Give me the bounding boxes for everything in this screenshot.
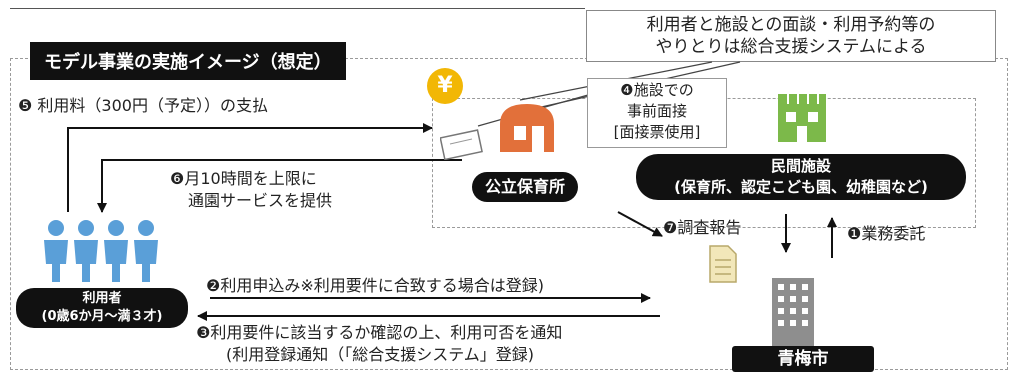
step3-line2: (利用登録通知（「総合支援システム」登録) (226, 345, 535, 364)
step3-line1: ❸利用要件に該当するか確認の上、利用可否を通知 (196, 323, 563, 342)
step4-line1: ❹施設での (620, 81, 694, 99)
payment-arrow (67, 123, 433, 212)
user-label: 利用者 (0歳6か月～満３才) (16, 288, 188, 328)
private-facility-label: 民間施設 (保育所、認定こども園、幼稚園など) (636, 154, 966, 200)
step2-label: ❷利用申込み※利用要件に合致する場合は登録) (206, 276, 544, 295)
private-facility-line2: (保育所、認定こども園、幼稚園など) (674, 178, 928, 196)
city-hall-icon (772, 278, 814, 346)
top-rule (10, 8, 585, 9)
building-icon (778, 94, 826, 142)
callout-note: 利用者と施設との面談・利用予約等の やりとりは総合支援システムによる (586, 10, 996, 62)
outer-frame (10, 58, 1008, 370)
callout-line2: やりとりは総合支援システムによる (655, 37, 927, 57)
step6-line2: 通園サービスを提供 (188, 191, 333, 210)
step7-label: ❼調査報告 (663, 218, 742, 237)
ticket-icon (440, 129, 483, 160)
step4-box: ❹施設での 事前面接 [面接票使用] (587, 78, 727, 148)
step1-label: ❶業務委託 (847, 224, 926, 243)
city-label: 青梅市 (732, 346, 874, 372)
step4-line3: [面接票使用] (613, 123, 701, 141)
step3-label: ❸利用要件に該当するか確認の上、利用可否を通知 (利用登録通知（「総合支援システ… (196, 322, 562, 366)
user-line2: (0歳6か月～満３才) (41, 309, 163, 324)
step6-label: ❻月10時間を上限に 通園サービスを提供 (170, 168, 332, 212)
report-arrow (617, 211, 663, 237)
service-arrow (97, 159, 462, 213)
diagram-title: モデル事業の実施イメージ（想定） (30, 42, 346, 80)
people-icon (44, 220, 158, 282)
step4-line2: 事前面接 (626, 102, 687, 120)
step6-line1: ❻月10時間を上限に (170, 169, 317, 188)
step5-label: ❺ 利用料（300円（予定））の支払 (18, 96, 268, 115)
user-line1: 利用者 (82, 291, 122, 306)
house-icon (500, 104, 554, 152)
yen-coin-icon: ¥ (427, 68, 463, 104)
callout-line1: 利用者と施設との面談・利用予約等の (646, 15, 936, 35)
public-nursery-label: 公立保育所 (472, 172, 578, 202)
document-icon (709, 245, 737, 283)
private-facility-line1: 民間施設 (770, 157, 831, 175)
